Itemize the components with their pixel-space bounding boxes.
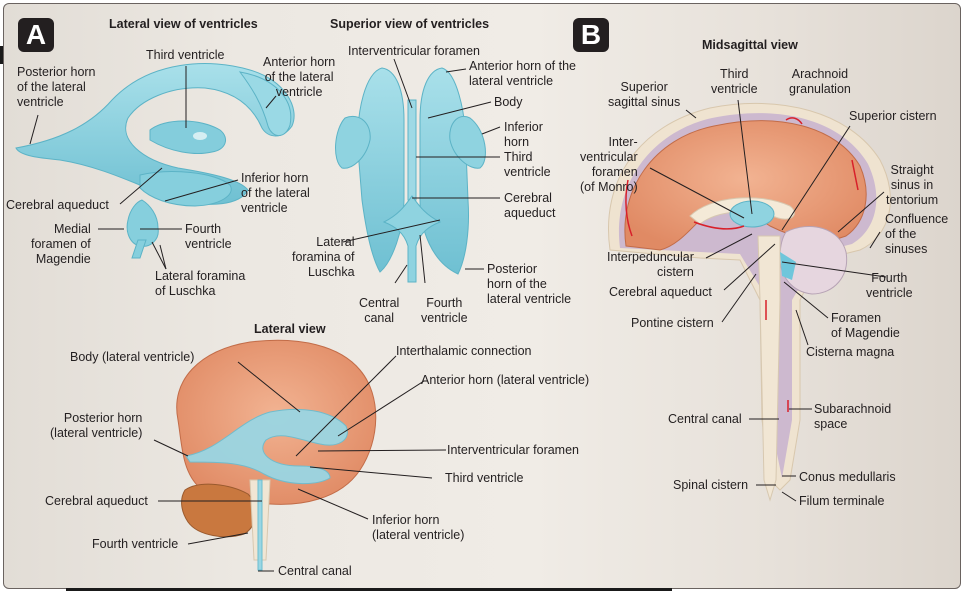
- third-ventricle-slit: [407, 99, 417, 201]
- label-straight-sinus: Straight sinus in tentorium: [886, 163, 939, 207]
- label-fourth-ventricle-brain: Fourth ventricle: [92, 537, 179, 551]
- label-cerebral-aqueduct-b: Cerebral aqueduct: [609, 285, 712, 299]
- right-ventricle-shape: [419, 67, 469, 275]
- label-arachnoid-granulation: Arachnoid granulation: [789, 67, 851, 96]
- csf-flow-arrow: [851, 159, 859, 191]
- label-central-canal-b: Central canal: [668, 412, 742, 426]
- label-body-sup: Body: [494, 95, 523, 109]
- cerebellum-shape: [181, 483, 257, 538]
- label-fourth-ventricle-sup: Fourth ventricle: [421, 296, 468, 325]
- label-anterior-horn-sup: Anterior horn of the lateral ventricle: [469, 59, 577, 88]
- lateral-ventricles-title: Lateral view of ventricles: [109, 17, 258, 31]
- label-conus-medullaris: Conus medullaris: [799, 470, 896, 484]
- label-cisterna-magna: Cisterna magna: [806, 345, 895, 359]
- bottom-rule: [66, 588, 672, 591]
- label-medial-foramen: Medial foramen of Magendie: [31, 222, 91, 266]
- anterior-horn-shape: [238, 71, 292, 137]
- label-fourth-ventricle: Fourth ventricle: [185, 222, 232, 251]
- fourth-ventricle-sagittal: [780, 252, 796, 280]
- label-third-ventricle-b: Third ventricle: [711, 67, 758, 96]
- frame-edge-mark: [0, 46, 3, 64]
- leader-lines: [29, 58, 887, 572]
- left-inferior-horn-shape: [335, 116, 371, 169]
- label-interventricular-foramen-brain: Interventricular foramen: [447, 443, 580, 457]
- fourth-ventricle-superior: [382, 195, 442, 283]
- brainstem-sagittal: [757, 235, 781, 502]
- label-fourth-ventricle-b: Fourth ventricle: [866, 271, 913, 300]
- lateral-view-title: Lateral view: [254, 322, 326, 336]
- label-body-brain: Body (lateral ventricle): [70, 350, 195, 364]
- label-foramen-magendie: Foramen of Magendie: [831, 311, 900, 340]
- aqueduct-canal-lateral: [257, 479, 263, 571]
- label-interventricular-foramen-b: Inter- ventricular foramen (of Monro): [580, 135, 638, 194]
- label-spinal-cistern: Spinal cistern: [673, 478, 749, 492]
- label-cerebral-aqueduct-sup: Cerebral aqueduct: [504, 191, 556, 220]
- right-inferior-horn-shape: [449, 116, 486, 169]
- spinal-canal-stub: [131, 239, 147, 259]
- superior-ventricles-title: Superior view of ventricles: [330, 17, 490, 31]
- left-ventricle-shape: [357, 67, 405, 273]
- label-subarachnoid-space: Subarachnoid space: [814, 402, 892, 431]
- midsagittal-drawing: [608, 102, 891, 502]
- label-cerebral-aqueduct-brain: Cerebral aqueduct: [45, 494, 148, 508]
- inferior-horn-shape: [139, 171, 232, 207]
- interthalamic-hole: [193, 132, 207, 140]
- csf-flow-arrow: [625, 179, 633, 237]
- label-filum-terminale: Filum terminale: [799, 494, 885, 508]
- lateral-ventricles-drawing: [15, 63, 295, 259]
- label-anterior-horn: Anterior horn of the lateral ventricle: [263, 55, 336, 99]
- label-interpeduncular-cistern: Interpeduncular cistern: [607, 250, 694, 279]
- label-interthalamic: Interthalamic connection: [396, 344, 532, 358]
- label-inferior-horn-sup: Inferior horn: [504, 120, 543, 149]
- label-inferior-horn: Inferior horn of the lateral ventricle: [241, 171, 310, 215]
- label-central-canal-brain: Central canal: [278, 564, 352, 578]
- label-superior-sagittal-sinus: Superior sagittal sinus: [608, 80, 681, 109]
- label-inferior-horn-brain: Inferior horn (lateral ventricle): [372, 513, 465, 542]
- label-confluence: Confluence of the sinuses: [885, 212, 949, 256]
- label-cerebral-aqueduct: Cerebral aqueduct: [6, 198, 109, 212]
- label-anterior-horn-brain: Anterior horn (lateral ventricle): [421, 373, 590, 387]
- label-posterior-horn-sup: Posterior horn of the lateral ventricle: [487, 262, 572, 306]
- label-interventricular-foramen-sup: Interventricular foramen: [348, 44, 481, 58]
- csf-flow-arrow: [693, 221, 745, 230]
- label-superior-cistern: Superior cistern: [849, 109, 937, 123]
- label-pontine-cistern: Pontine cistern: [631, 316, 714, 330]
- ventricle-lateral-brain: [185, 408, 348, 485]
- superior-ventricles-drawing: [335, 67, 486, 283]
- midsagittal-title: Midsagittal view: [702, 38, 798, 52]
- label-posterior-horn-brain: Posterior horn (lateral ventricle): [50, 411, 143, 440]
- label-posterior-horn: Posterior horn of the lateral ventricle: [17, 65, 96, 109]
- label-lateral-foramina-sup: Lateral foramina of Luschka: [292, 235, 355, 279]
- label-third-ventricle-sup: Third ventricle: [504, 150, 551, 179]
- label-third-ventricle: Third ventricle: [146, 48, 225, 62]
- lateral-brain-drawing: [176, 339, 377, 571]
- label-lateral-foramina: Lateral foramina of Luschka: [155, 269, 246, 298]
- panel-b-badge: B: [573, 18, 609, 52]
- label-third-ventricle-brain: Third ventricle: [445, 471, 524, 485]
- third-ventricle-shape: [149, 120, 227, 154]
- label-central-canal-sup: Central canal: [359, 296, 400, 325]
- csf-flow-arrow: [785, 117, 803, 125]
- fourth-ventricle-shape: [126, 199, 159, 247]
- panel-a-badge: A: [18, 18, 54, 52]
